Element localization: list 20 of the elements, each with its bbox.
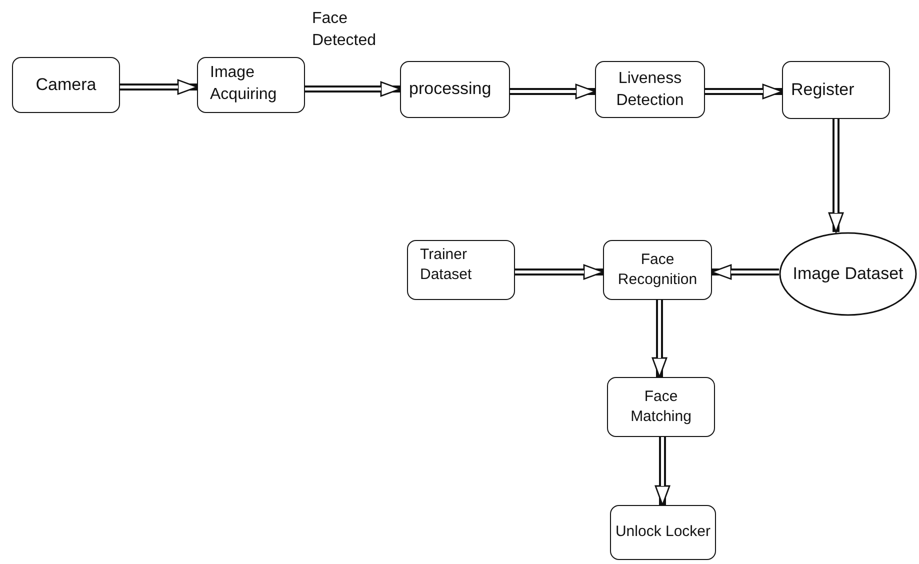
node-label: Register xyxy=(791,78,854,101)
process-box xyxy=(407,240,515,300)
process-box xyxy=(607,377,715,437)
process-box xyxy=(603,240,712,300)
process-box xyxy=(197,57,305,113)
node-label: processing xyxy=(409,78,492,100)
process-box xyxy=(400,61,510,118)
node-label: Unlock Locker xyxy=(615,522,711,542)
node-label: Face Matching xyxy=(630,386,692,427)
node-label: Image Dataset xyxy=(792,262,904,285)
node-label: Trainer Dataset xyxy=(420,245,473,286)
ellipse-node xyxy=(779,232,917,316)
node-label: Liveness Detection xyxy=(615,68,685,110)
process-box xyxy=(610,505,716,560)
node-label: Camera xyxy=(36,74,96,96)
node-label: Image Acquiring xyxy=(210,63,278,105)
process-box xyxy=(782,61,890,119)
node-label: Face Recognition xyxy=(616,250,698,290)
process-box xyxy=(12,57,120,113)
process-box xyxy=(595,61,705,118)
